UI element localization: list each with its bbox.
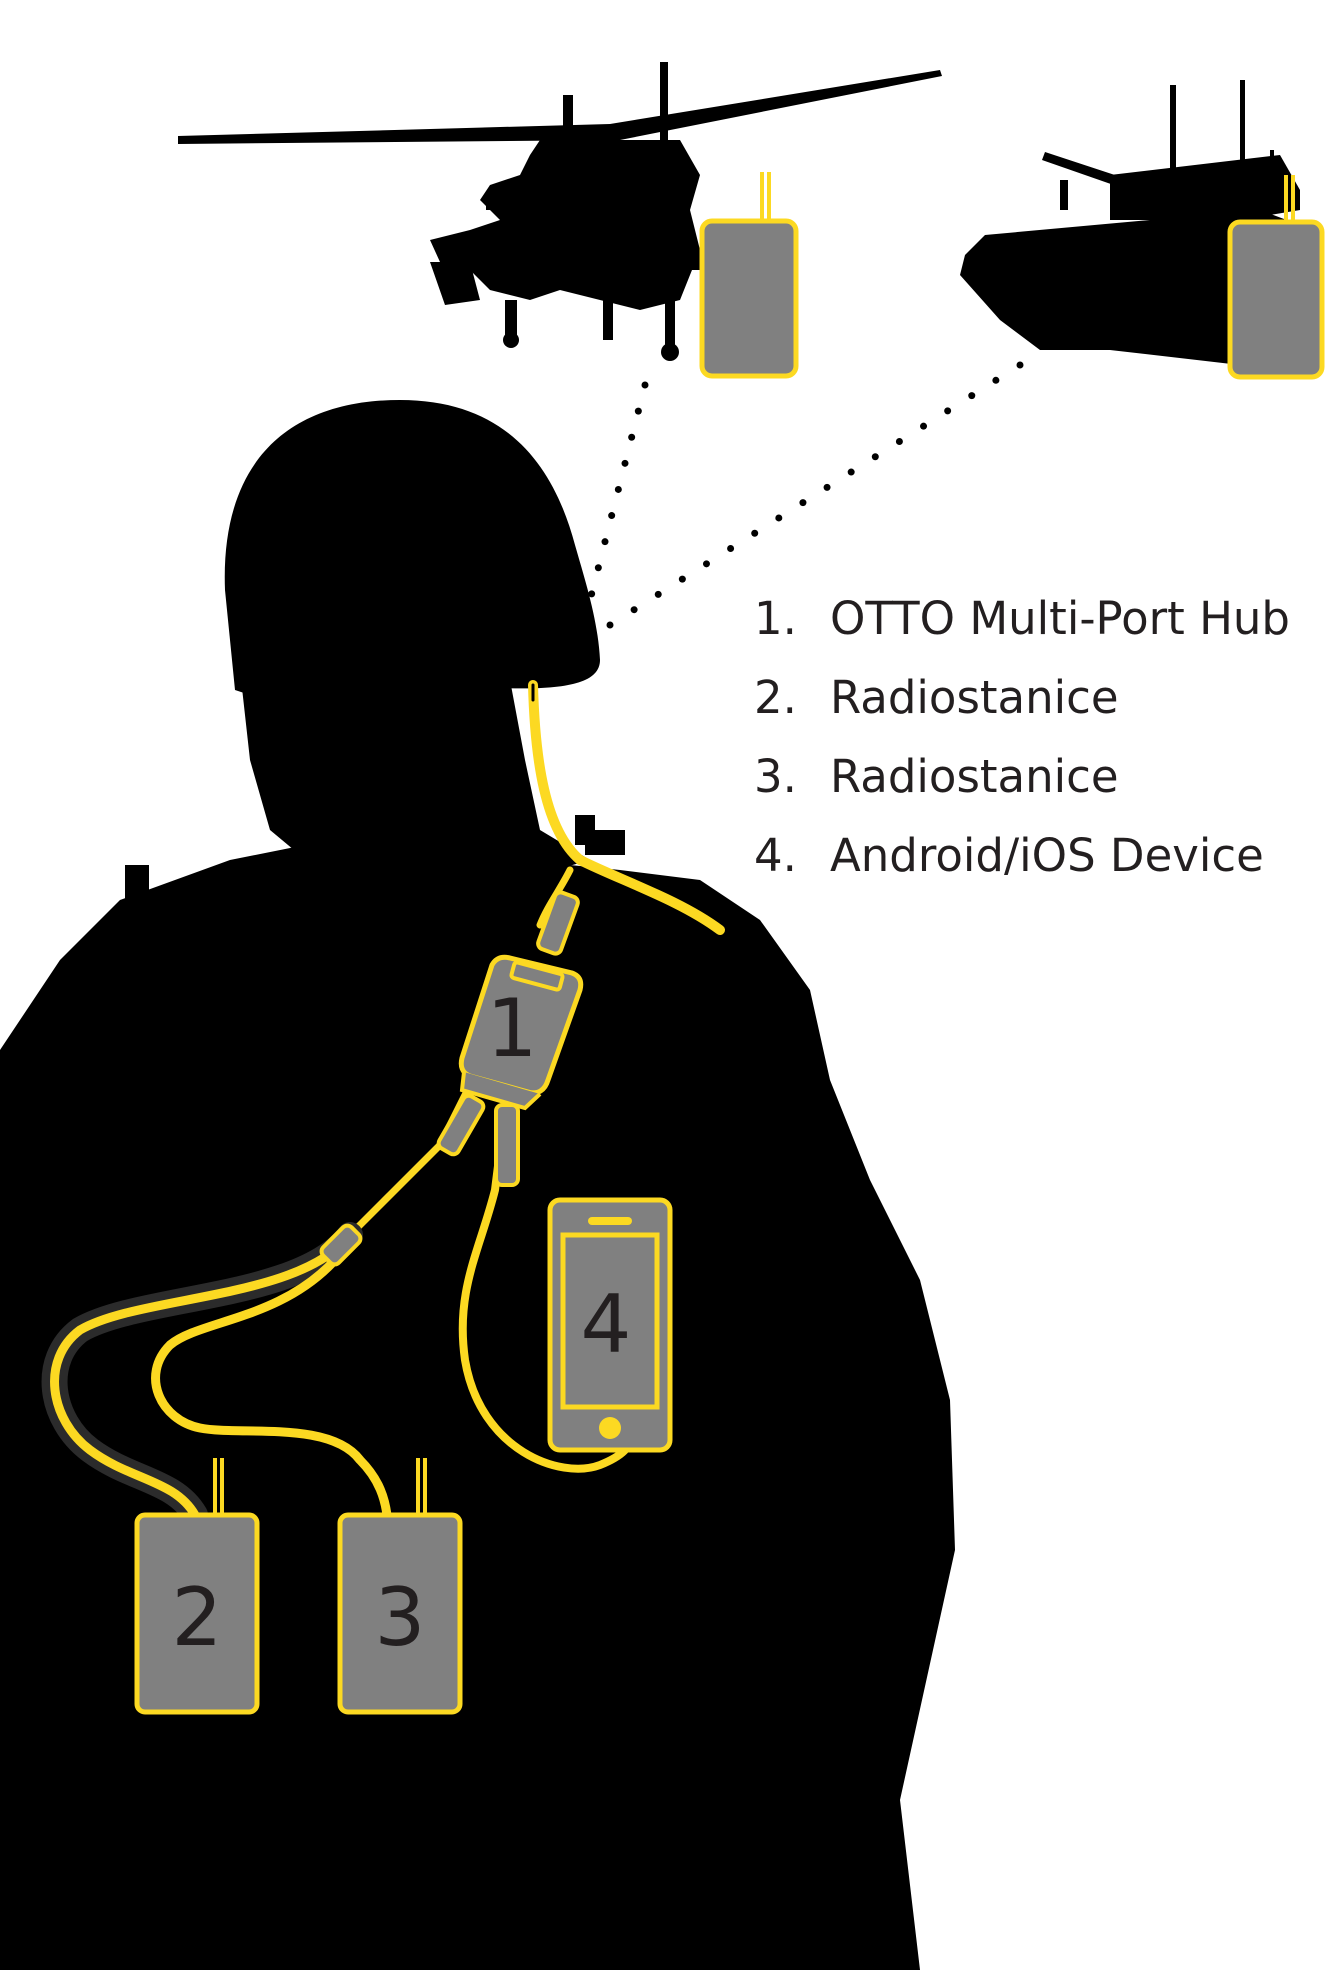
legend-item: 1. OTTO Multi-Port Hub — [754, 592, 1290, 671]
link-dot — [606, 621, 614, 629]
device-legend: 1. OTTO Multi-Port Hub 2. Radiostanice 3… — [754, 592, 1290, 908]
radio-device-2: 2 — [134, 1458, 260, 1715]
phone-number: 4 — [581, 1278, 632, 1371]
helicopter-radio — [699, 172, 799, 379]
link-dot — [847, 468, 855, 476]
link-dot — [628, 433, 636, 441]
legend-item-number: 1. — [754, 592, 797, 645]
radio-2-number: 2 — [172, 1571, 223, 1664]
link-dot — [920, 422, 928, 430]
link-dot — [992, 376, 1000, 384]
otto-hub-device: 1 — [458, 954, 584, 1111]
cable-connectors — [319, 890, 580, 1267]
link-dot — [654, 590, 662, 598]
radio-3-number: 3 — [375, 1571, 426, 1664]
link-dot — [727, 545, 735, 553]
legend-item: 3. Radiostanice — [754, 750, 1290, 829]
cables — [41, 680, 725, 1528]
wireless-link-helicopter — [581, 381, 649, 624]
link-dot — [895, 437, 903, 445]
legend-item-number: 2. — [754, 671, 797, 724]
helicopter-silhouette — [178, 62, 942, 361]
link-dot — [630, 606, 638, 614]
legend-item-label: OTTO Multi-Port Hub — [830, 592, 1290, 645]
link-dot — [702, 560, 710, 568]
radio-device-3: 3 — [337, 1458, 463, 1715]
phone-device: 4 — [547, 1197, 673, 1453]
wireless-link-tank — [606, 361, 1024, 629]
legend-item: 4. Android/iOS Device — [754, 829, 1290, 908]
link-dot — [588, 590, 596, 598]
link-dot — [799, 499, 807, 507]
hub-number: 1 — [487, 982, 538, 1075]
link-dot — [634, 407, 642, 415]
legend-item-number: 4. — [754, 829, 797, 882]
link-dot — [968, 392, 976, 400]
link-dot — [581, 616, 589, 624]
legend-item-number: 3. — [754, 750, 797, 803]
link-dot — [871, 453, 879, 461]
tank-silhouette — [960, 80, 1300, 365]
legend-item: 2. Radiostanice — [754, 671, 1290, 750]
link-dot — [614, 485, 622, 493]
link-dot — [678, 575, 686, 583]
link-dot — [641, 381, 649, 389]
link-dot — [594, 564, 602, 572]
tank-radio — [1227, 175, 1325, 380]
legend-item-label: Android/iOS Device — [830, 829, 1264, 882]
link-dot — [944, 407, 952, 415]
link-dot — [775, 514, 783, 522]
link-dot — [601, 538, 609, 546]
legend-item-label: Radiostanice — [830, 671, 1119, 724]
link-dot — [608, 512, 616, 520]
legend-item-label: Radiostanice — [830, 750, 1119, 803]
link-dot — [751, 529, 759, 537]
link-dot — [823, 483, 831, 491]
link-dot — [621, 459, 629, 467]
link-dot — [1016, 361, 1024, 369]
